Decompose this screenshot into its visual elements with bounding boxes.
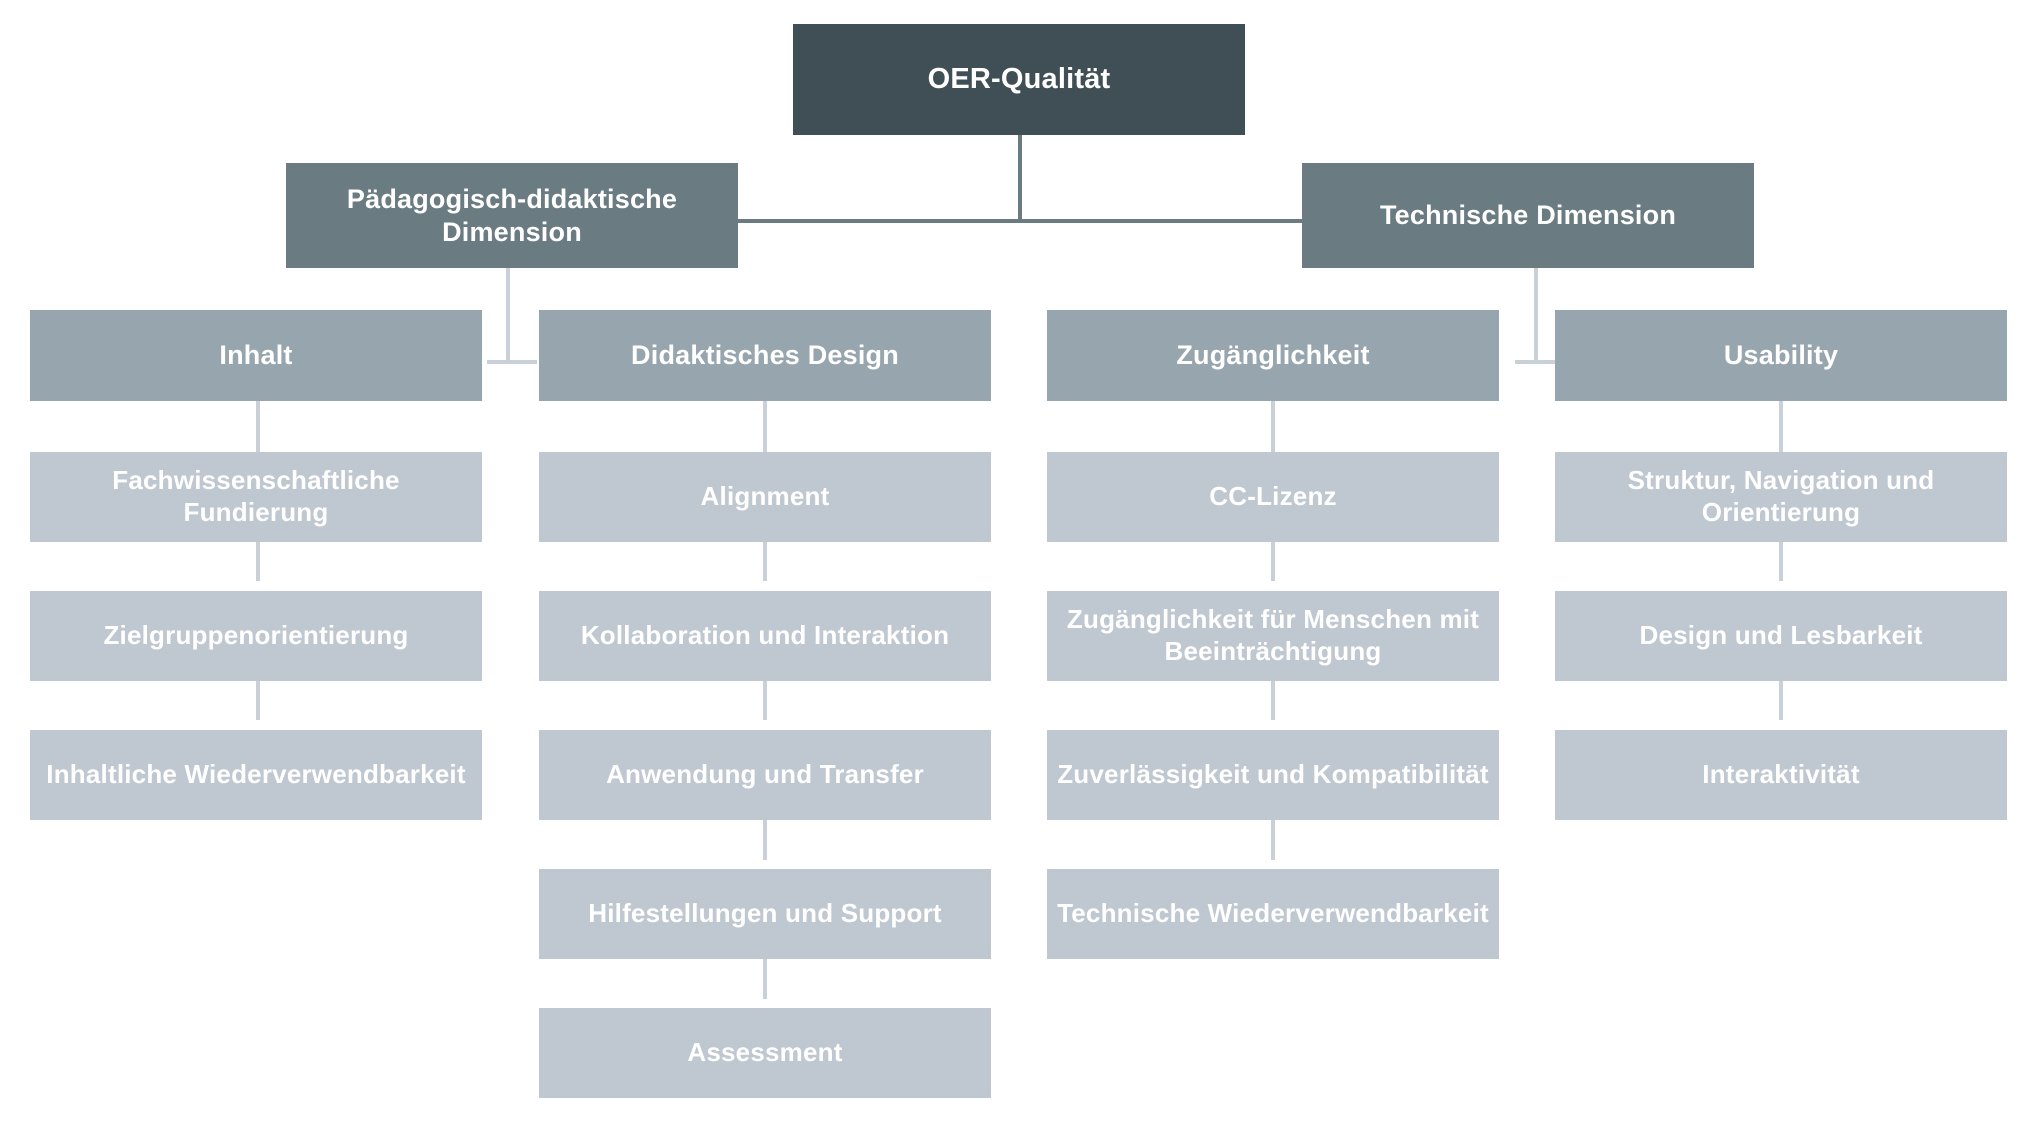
connector-usability-1 xyxy=(1779,400,1783,453)
node-label: Usability xyxy=(1723,340,1839,371)
node-label: Design und Lesbarkeit xyxy=(1639,620,1923,651)
node-technische-dimension[interactable]: Technische Dimension xyxy=(1302,163,1754,268)
node-zielgruppenorientierung[interactable]: Zielgruppenorientierung xyxy=(30,591,482,681)
node-zuverlaessigkeit-und-kompatibilitaet[interactable]: Zuverlässigkeit und Kompatibilität xyxy=(1047,730,1499,820)
node-anwendung-und-transfer[interactable]: Anwendung und Transfer xyxy=(539,730,991,820)
node-zugaenglichkeit-fuer-menschen-mit-beeintraechtigung[interactable]: Zugänglichkeit für Menschen mit Beeinträ… xyxy=(1047,591,1499,681)
node-hilfestellungen-und-support[interactable]: Hilfestellungen und Support xyxy=(539,869,991,959)
node-usability[interactable]: Usability xyxy=(1555,310,2007,401)
connector-technical-stem xyxy=(1534,267,1538,363)
connector-root-stem xyxy=(1018,134,1022,222)
node-label: Assessment xyxy=(687,1037,843,1068)
connector-didaktik-1 xyxy=(763,400,767,453)
node-didaktisches-design[interactable]: Didaktisches Design xyxy=(539,310,991,401)
node-label: Zugänglichkeit xyxy=(1176,340,1370,371)
node-label: Technische Wiederverwendbarkeit xyxy=(1057,898,1489,929)
node-struktur-navigation-und-orientierung[interactable]: Struktur, Navigation und Orientierung xyxy=(1555,452,2007,542)
node-interaktivitaet[interactable]: Interaktivität xyxy=(1555,730,2007,820)
connector-pedagogical-bus xyxy=(487,360,537,364)
node-label: Fachwissenschaftliche Fundierung xyxy=(112,465,400,527)
node-label: Alignment xyxy=(700,481,830,512)
connector-zugang-4 xyxy=(1271,820,1275,860)
node-design-und-lesbarkeit[interactable]: Design und Lesbarkeit xyxy=(1555,591,2007,681)
connector-usability-2 xyxy=(1779,541,1783,581)
node-inhalt[interactable]: Inhalt xyxy=(30,310,482,401)
connector-didaktik-4 xyxy=(763,820,767,860)
node-label: Struktur, Navigation und Orientierung xyxy=(1627,465,1935,527)
connector-pedagogical-stem xyxy=(506,267,510,363)
connector-dimension-bus xyxy=(735,219,1305,223)
node-label: OER-Qualität xyxy=(927,62,1111,95)
connector-inhalt-2 xyxy=(256,541,260,581)
node-label: CC-Lizenz xyxy=(1209,481,1337,512)
node-label: Pädagogisch-didaktische Dimension xyxy=(346,183,678,247)
node-technische-wiederverwendbarkeit[interactable]: Technische Wiederverwendbarkeit xyxy=(1047,869,1499,959)
node-paedagogisch-didaktische-dimension[interactable]: Pädagogisch-didaktische Dimension xyxy=(286,163,738,268)
node-cc-lizenz[interactable]: CC-Lizenz xyxy=(1047,452,1499,542)
connector-zugang-1 xyxy=(1271,400,1275,453)
connector-technical-bus xyxy=(1515,360,1565,364)
connector-zugang-2 xyxy=(1271,541,1275,581)
node-label: Kollaboration und Interaktion xyxy=(580,620,950,651)
node-label: Zuverlässigkeit und Kompatibilität xyxy=(1057,759,1489,790)
node-label: Zielgruppenorientierung xyxy=(103,620,409,651)
connector-zugang-3 xyxy=(1271,680,1275,720)
node-zugaenglichkeit[interactable]: Zugänglichkeit xyxy=(1047,310,1499,401)
node-label: Zugänglichkeit für Menschen mit Beeinträ… xyxy=(1066,604,1480,666)
node-label: Inhalt xyxy=(219,340,293,371)
node-kollaboration-und-interaktion[interactable]: Kollaboration und Interaktion xyxy=(539,591,991,681)
connector-inhalt-1 xyxy=(256,400,260,453)
connector-didaktik-3 xyxy=(763,680,767,720)
node-label: Technische Dimension xyxy=(1379,200,1677,231)
node-label: Anwendung und Transfer xyxy=(606,759,924,790)
node-label: Didaktisches Design xyxy=(631,340,899,371)
connector-didaktik-2 xyxy=(763,541,767,581)
connector-usability-3 xyxy=(1779,680,1783,720)
node-oer-qualitaet[interactable]: OER-Qualität xyxy=(793,24,1245,135)
node-assessment[interactable]: Assessment xyxy=(539,1008,991,1098)
node-label: Inhaltliche Wiederverwendbarkeit xyxy=(46,759,466,790)
node-inhaltliche-wiederverwendbarkeit[interactable]: Inhaltliche Wiederverwendbarkeit xyxy=(30,730,482,820)
node-alignment[interactable]: Alignment xyxy=(539,452,991,542)
node-label: Hilfestellungen und Support xyxy=(588,898,942,929)
node-fachwissenschaftliche-fundierung[interactable]: Fachwissenschaftliche Fundierung xyxy=(30,452,482,542)
connector-inhalt-3 xyxy=(256,680,260,720)
node-label: Interaktivität xyxy=(1702,759,1860,790)
connector-didaktik-5 xyxy=(763,959,767,999)
